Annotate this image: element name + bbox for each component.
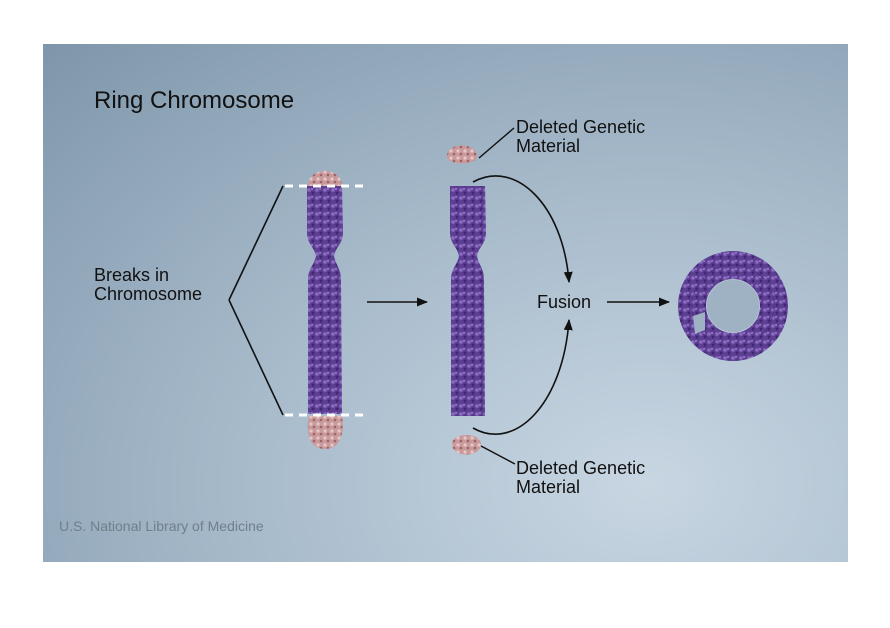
original-top-telomere (308, 171, 342, 186)
breaks-bracket (228, 185, 284, 416)
original-chromosome (285, 171, 363, 449)
label-fusion: Fusion (537, 292, 592, 312)
credit-text: U.S. National Library of Medicine (59, 518, 264, 534)
ring-chromosome (678, 251, 788, 361)
label-breaks-in-chromosome: Breaks in Chromosome (94, 265, 203, 304)
fusion-arc-top (472, 175, 573, 284)
fusion-arc-bottom (472, 318, 573, 435)
broken-chromosome-body (450, 186, 486, 416)
label-deleted-genetic-material-top: Deleted Genetic Material (516, 117, 646, 156)
broken-chromosome (447, 145, 486, 455)
original-chromosome-body (307, 186, 343, 414)
diagram-title: Ring Chromosome (94, 87, 295, 114)
deleted-fragment-top (447, 145, 477, 164)
deleted-top-leader (478, 127, 515, 159)
ring-chromosome-diagram (228, 127, 788, 465)
original-bottom-telomere (307, 416, 343, 449)
deleted-fragment-bottom (452, 435, 481, 455)
label-deleted-genetic-material-bottom: Deleted Genetic Material (516, 458, 646, 497)
deleted-bottom-leader (480, 445, 516, 465)
diagram-panel: Ring Chromosome Breaks in Chromosome Del… (43, 44, 848, 562)
